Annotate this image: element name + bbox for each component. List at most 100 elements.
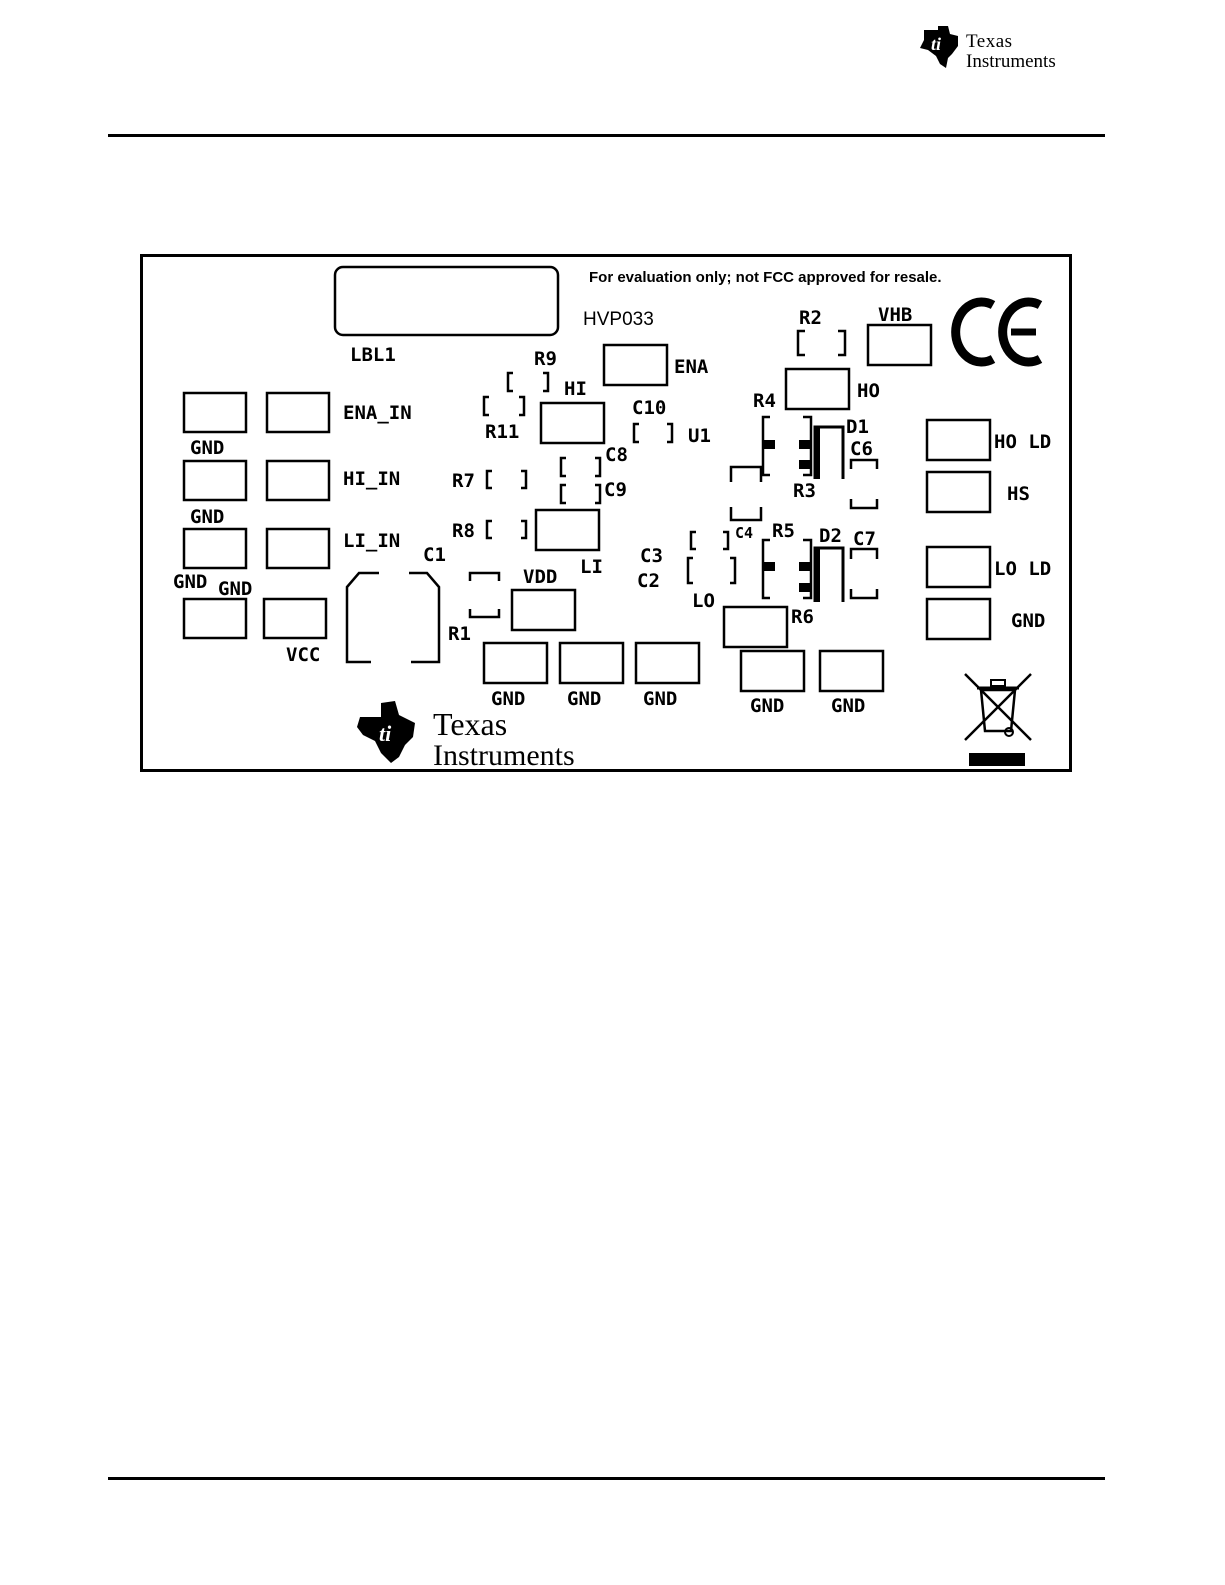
- ce-mark-icon: [956, 302, 1040, 362]
- d1-cathode-band: [815, 427, 820, 479]
- vhb-label: VHB: [878, 304, 912, 326]
- li-label: LI: [580, 556, 603, 578]
- pad-gnd-5: [484, 643, 547, 683]
- pcb-silkscreen-drawing: LBL1 For evaluation only; not FCC approv…: [143, 257, 1069, 769]
- logo-line-1: Texas: [966, 32, 1013, 51]
- gnd-label-10: GND: [1011, 610, 1045, 632]
- pad-hs: [927, 472, 990, 512]
- c2-label: C2: [637, 570, 660, 592]
- pad-gnd-3: [184, 529, 246, 568]
- pad-gnd-10: [927, 599, 990, 639]
- weee-bin-icon: [965, 674, 1031, 766]
- pad-gnd-8: [741, 651, 804, 691]
- ti-state-icon: ti: [918, 24, 964, 70]
- r6-label: R6: [791, 606, 814, 628]
- d2-cathode-band: [815, 548, 820, 602]
- li-in-label: LI_IN: [343, 530, 400, 552]
- c10-footprint: [634, 424, 672, 442]
- r1-footprint: [470, 573, 499, 617]
- pad-lo: [724, 607, 787, 647]
- c8-footprint: [561, 458, 600, 476]
- r3-label: R3: [793, 480, 816, 502]
- board-logo-line-2: Instruments: [433, 739, 575, 769]
- ena-in-label: ENA_IN: [343, 402, 412, 424]
- r3-pad-mark-3: [763, 440, 775, 449]
- ho-ld-label: HO LD: [994, 431, 1051, 453]
- r2-footprint: [798, 331, 845, 355]
- fcc-notice: For evaluation only; not FCC approved fo…: [589, 269, 942, 286]
- r9-footprint: [508, 373, 548, 391]
- vdd-label: VDD: [523, 566, 557, 588]
- pad-li: [536, 510, 599, 550]
- r7-footprint: [487, 471, 526, 488]
- pad-gnd-9: [820, 651, 883, 691]
- r4-label: R4: [753, 390, 776, 412]
- pad-ho: [786, 369, 849, 409]
- c2-footprint: [688, 558, 735, 583]
- gnd-label-2: GND: [190, 506, 224, 528]
- pad-hi: [541, 403, 604, 443]
- c1-label: C1: [423, 544, 446, 566]
- pad-vdd: [512, 590, 575, 630]
- label-area-outline: [335, 267, 558, 335]
- board-logo-line-1: Texas: [433, 706, 507, 742]
- gnd-label-3: GND: [173, 571, 207, 593]
- hi-label: HI: [564, 378, 587, 400]
- c1-outline-right: [409, 573, 439, 662]
- ho-label: HO: [857, 380, 880, 402]
- d1-label: D1: [846, 416, 869, 438]
- hs-label: HS: [1007, 483, 1030, 505]
- r1-label: R1: [448, 623, 471, 645]
- r3-pad-mark-2: [799, 460, 811, 469]
- gnd-label-9: GND: [831, 695, 865, 717]
- gnd-label-1: GND: [190, 437, 224, 459]
- gnd-label-4: GND: [218, 578, 252, 600]
- r8-footprint: [487, 521, 526, 538]
- board-ti-mark: ti: [379, 721, 392, 746]
- pcb-silkscreen-board: LBL1 For evaluation only; not FCC approv…: [140, 254, 1072, 772]
- footer-rule: [108, 1477, 1105, 1480]
- vcc-label: VCC: [286, 644, 320, 666]
- lo-label: LO: [692, 590, 715, 612]
- pad-gnd-6: [560, 643, 623, 683]
- gnd-label-7: GND: [643, 688, 677, 710]
- pad-lo-ld: [927, 547, 990, 587]
- board-ti-logo: ti Texas Instruments: [357, 701, 575, 769]
- gnd-label-8: GND: [750, 695, 784, 717]
- c9-footprint: [561, 485, 600, 503]
- pad-hi-in: [267, 461, 329, 500]
- r11-label: R11: [485, 421, 519, 443]
- logo-line-2: Instruments: [966, 52, 1056, 71]
- pad-gnd-1: [184, 393, 246, 432]
- pad-li-in: [267, 529, 329, 568]
- c7-footprint: [851, 549, 877, 598]
- texas-instruments-logo: ti Texas Instruments: [918, 24, 1108, 72]
- lbl1-label: LBL1: [350, 344, 396, 366]
- svg-text:ti: ti: [931, 34, 941, 54]
- r6-pad-mark-1: [799, 562, 811, 571]
- r8-label: R8: [452, 520, 475, 542]
- hi-in-label: HI_IN: [343, 468, 400, 490]
- c9-label: C9: [604, 479, 627, 501]
- r6-pad-mark-3: [763, 562, 775, 571]
- c4-label: C4: [735, 524, 753, 542]
- pad-gnd-2: [184, 461, 246, 500]
- ena-label: ENA: [674, 356, 709, 378]
- c4-footprint: [731, 467, 761, 520]
- gnd-label-6: GND: [567, 688, 601, 710]
- c1-outline-left: [347, 573, 379, 662]
- r3-pad-mark-1: [799, 440, 811, 449]
- pad-gnd-4: [184, 599, 246, 638]
- u1-label: U1: [688, 425, 711, 447]
- pad-gnd-7: [636, 643, 699, 683]
- r5-label: R5: [772, 520, 795, 542]
- c6-footprint: [851, 460, 877, 508]
- lo-ld-label: LO LD: [994, 558, 1051, 580]
- pad-vcc: [264, 599, 326, 638]
- d2-label: D2: [819, 525, 842, 547]
- r7-label: R7: [452, 470, 475, 492]
- r6-pad-mark-2: [799, 583, 811, 592]
- c6-label: C6: [850, 438, 873, 460]
- r2-label: R2: [799, 307, 822, 329]
- c3-footprint: [691, 532, 728, 549]
